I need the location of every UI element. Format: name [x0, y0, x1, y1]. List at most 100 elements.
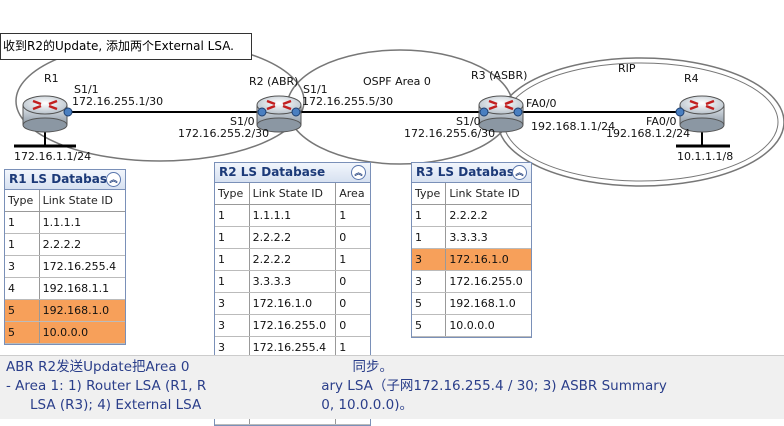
table-cell: 192.168.1.0	[39, 299, 125, 322]
table-cell: 3	[5, 255, 40, 278]
r1-if-s11: S1/1	[74, 83, 99, 96]
r2-db-header: R2 LS Database ︽	[215, 163, 370, 183]
r3-name: R3 (ASBR)	[471, 69, 528, 82]
table-cell: 1	[5, 211, 40, 234]
table-cell: 192.168.1.1	[39, 277, 125, 300]
ospf-area-label: OSPF Area 0	[363, 75, 431, 88]
table-cell: 5	[5, 321, 40, 344]
table-cell: 2.2.2.2	[39, 233, 125, 256]
column-header: Type	[215, 183, 250, 205]
router-r3-icon	[478, 95, 524, 133]
r3-if-fa00: FA0/0	[526, 97, 557, 110]
r4-lan-ip: 10.1.1.1/8	[677, 150, 734, 163]
r1-db-header: R1 LS Database ︽	[5, 170, 125, 190]
table-cell: 192.168.1.0	[445, 292, 531, 315]
table-cell: 1	[412, 226, 447, 249]
table-cell: 172.16.1.0	[445, 248, 531, 271]
column-header: Link State ID	[39, 190, 125, 212]
table-cell: 1	[215, 204, 250, 227]
column-header: Area	[335, 183, 370, 205]
collapse-icon[interactable]: ︽	[351, 165, 366, 180]
table-cell: 10.0.0.0	[39, 321, 125, 344]
table-cell: 1.1.1.1	[249, 204, 337, 227]
table-cell: 0	[335, 226, 370, 249]
note-line-3a: LSA (R3); 4) External LSA	[30, 397, 202, 413]
table-cell: 172.16.255.4	[39, 255, 125, 278]
r1-lan-ip: 172.16.1.1/24	[14, 150, 92, 163]
table-cell: 3	[412, 270, 447, 293]
column-header: Type	[5, 190, 40, 212]
r2-if-ip0: 172.16.255.2/30	[178, 127, 270, 140]
table-cell: 1.1.1.1	[39, 211, 125, 234]
r2-if-s10: S1/0	[230, 115, 255, 128]
r2-if-s11: S1/1	[303, 83, 328, 96]
r4-if-ipfa: 192.168.1.2/24	[606, 127, 691, 140]
table-cell: 3.3.3.3	[445, 226, 531, 249]
collapse-icon[interactable]: ︽	[512, 165, 527, 180]
table-cell: 3.3.3.3	[249, 270, 337, 293]
table-cell: 1	[335, 204, 370, 227]
table-cell: 5	[412, 292, 447, 315]
r2-db-title: R2 LS Database	[219, 165, 326, 179]
table-cell: 3	[215, 314, 250, 337]
table-cell: 0	[335, 292, 370, 315]
column-header: Link State ID	[445, 183, 531, 205]
table-cell: 5	[412, 314, 447, 337]
note-line-2a: - Area 1: 1) Router LSA (R1, R	[6, 378, 207, 394]
table-cell: 0	[335, 314, 370, 337]
note-line-3b: 0, 10.0.0.0)。	[321, 397, 414, 413]
collapse-icon[interactable]: ︽	[106, 172, 121, 187]
table-cell: 172.16.255.0	[249, 314, 337, 337]
note-line-1b: 同步。	[352, 359, 393, 375]
table-cell: 3	[412, 248, 447, 271]
table-cell: 5	[5, 299, 40, 322]
r1-name: R1	[44, 72, 59, 85]
table-cell: 1	[412, 204, 447, 227]
r3-if-s10: S1/0	[456, 115, 481, 128]
router-r1-icon	[22, 95, 68, 133]
column-header: Link State ID	[249, 183, 337, 205]
table-cell: 172.16.255.0	[445, 270, 531, 293]
table-cell: 4	[5, 277, 40, 300]
table-cell: 0	[335, 270, 370, 293]
r4-if-fa00: FA0/0	[646, 115, 677, 128]
note-line-3: LSA (R3); 4) External LSA 0, 10.0.0.0)。	[6, 396, 784, 415]
rip-label: RIP	[618, 62, 636, 75]
table-cell: 2.2.2.2	[445, 204, 531, 227]
network-topology	[14, 40, 784, 187]
r1-s11-port	[63, 107, 73, 117]
table-cell: 2.2.2.2	[249, 248, 337, 271]
r3-db-header: R3 LS Database ︽	[412, 163, 531, 183]
r1-db-title: R1 LS Database	[9, 172, 116, 186]
table-cell: 1	[215, 248, 250, 271]
note-line-1a: ABR R2发送Update把Area 0	[6, 359, 190, 375]
r2-if-ip1: 172.16.255.5/30	[302, 95, 394, 108]
table-cell: 1	[215, 226, 250, 249]
r3-if-ip0: 172.16.255.6/30	[404, 127, 496, 140]
table-cell: 2.2.2.2	[249, 226, 337, 249]
router-r2-icon	[256, 95, 302, 133]
r4-fa00-port	[675, 107, 685, 117]
explanation-note: ABR R2发送Update把Area 0 同步。 - Area 1: 1) Ro…	[0, 355, 784, 419]
